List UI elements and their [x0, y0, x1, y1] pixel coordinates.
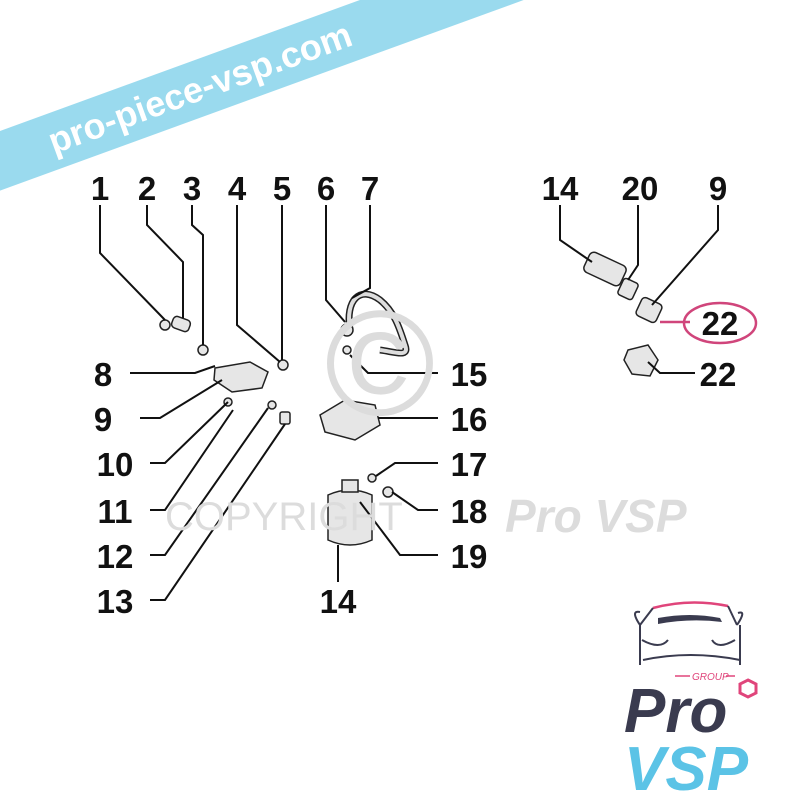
callout-18[interactable]: 18	[451, 493, 488, 530]
callout-3[interactable]: 3	[183, 170, 201, 207]
callout-11[interactable]: 11	[98, 493, 133, 530]
callout-1[interactable]: 1	[91, 170, 109, 207]
copyright-symbol: ©	[325, 279, 436, 447]
callout-17[interactable]: 17	[451, 446, 488, 483]
callout-5[interactable]: 5	[273, 170, 291, 207]
callout-15[interactable]: 15	[451, 356, 488, 393]
callout-14-bottom[interactable]: 14	[320, 583, 357, 620]
callout-13[interactable]: 13	[97, 583, 134, 620]
leader-lines	[99, 205, 758, 601]
callout-19[interactable]: 19	[451, 538, 488, 575]
logo-group-text: GROUP	[692, 672, 729, 683]
watermark-brand-text: Pro VSP	[505, 490, 687, 542]
provsp-logo: GROUP Pro VSP	[624, 601, 758, 800]
highlight-circle	[682, 301, 758, 345]
callout-9-right[interactable]: 9	[709, 170, 727, 207]
callout-labels: 1 2 3 4 5 6 7 8 9 10 11 12 13 15 16 17 1…	[91, 170, 739, 620]
callout-22[interactable]: 22	[700, 356, 737, 393]
callout-10[interactable]: 10	[97, 446, 134, 483]
callout-22-highlighted[interactable]: 22	[702, 305, 739, 342]
callout-8[interactable]: 8	[94, 356, 112, 393]
callout-16[interactable]: 16	[451, 401, 488, 438]
callout-20[interactable]: 20	[622, 170, 659, 207]
logo-pro-text: Pro	[624, 677, 727, 746]
callout-2[interactable]: 2	[138, 170, 156, 207]
callout-14-right[interactable]: 14	[542, 170, 579, 207]
callout-9[interactable]: 9	[94, 401, 112, 438]
copyright-watermark: © COPYRIGHT Pro VSP	[165, 279, 687, 542]
callout-4[interactable]: 4	[228, 170, 247, 207]
callout-7[interactable]: 7	[361, 170, 379, 207]
callout-12[interactable]: 12	[97, 538, 134, 575]
watermark-copyright-text: COPYRIGHT	[165, 495, 403, 539]
logo-vsp-text: VSP	[624, 735, 749, 800]
banner-text: pro-piece-vsp.com	[42, 14, 357, 162]
callout-6[interactable]: 6	[317, 170, 335, 207]
